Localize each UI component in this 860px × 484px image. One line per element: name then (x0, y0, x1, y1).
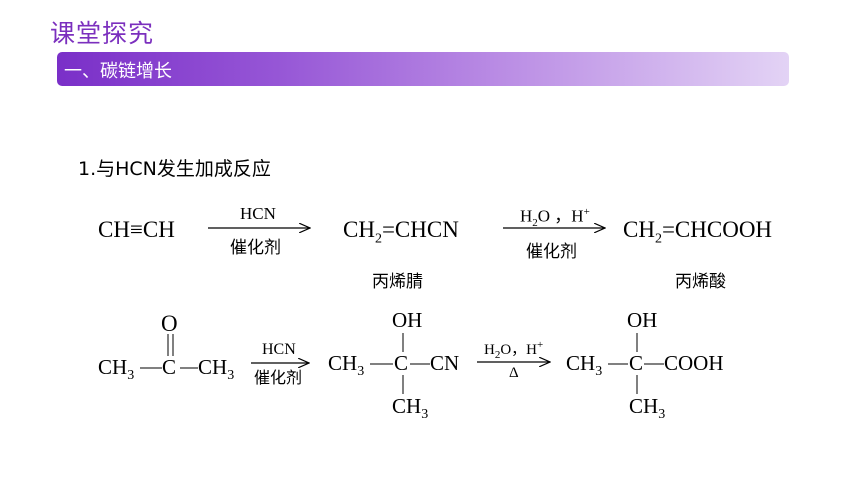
r1-arrow2-top: H2O ，H+ (520, 206, 590, 230)
r2-prod-left: CH3 (566, 351, 603, 380)
r2-arrow2-bottom: Δ (509, 365, 519, 381)
r2-mid-oh: OH (392, 308, 423, 332)
r2-ketone-c: C (162, 355, 177, 379)
r2-mid-left: CH3 (328, 351, 365, 380)
r2-prod-bottom: CH3 (629, 394, 666, 423)
r2-arrow2-top: H2O，H+ (484, 339, 544, 361)
r2-prod-c: C (629, 351, 644, 375)
r2-ketone-right: CH3 (198, 355, 235, 384)
r2-arrow1-top: HCN (262, 341, 296, 358)
r2-prod-right: COOH (664, 351, 724, 375)
r1-reactant: CH≡CH (98, 217, 175, 242)
r2-mid-right: CN (430, 351, 460, 375)
r2-prod-oh: OH (627, 308, 658, 332)
r2-mid-c: C (394, 351, 409, 375)
page-title: 课堂探究 (50, 19, 155, 48)
point-heading: 1.与HCN发生加成反应 (78, 158, 271, 180)
r1-arrow1-bottom: 催化剂 (230, 238, 281, 258)
r1-arrow2-bottom: 催化剂 (526, 242, 577, 262)
r1-product2: CH2=CHCOOH (623, 217, 773, 247)
banner-title: 一、碳链增长 (64, 61, 172, 82)
r1-product1: CH2=CHCN (343, 217, 459, 247)
r2-ketone-o: O (161, 311, 178, 336)
r2-ketone-left: CH3 (98, 355, 135, 384)
r1-product1-name: 丙烯腈 (372, 272, 423, 292)
r2-arrow1-bottom: 催化剂 (254, 368, 303, 387)
r1-product2-name: 丙烯酸 (675, 272, 726, 292)
section-banner: 一、碳链增长 (57, 52, 789, 86)
r2-mid-bottom: CH3 (392, 394, 429, 423)
r1-arrow1-top: HCN (240, 204, 276, 223)
